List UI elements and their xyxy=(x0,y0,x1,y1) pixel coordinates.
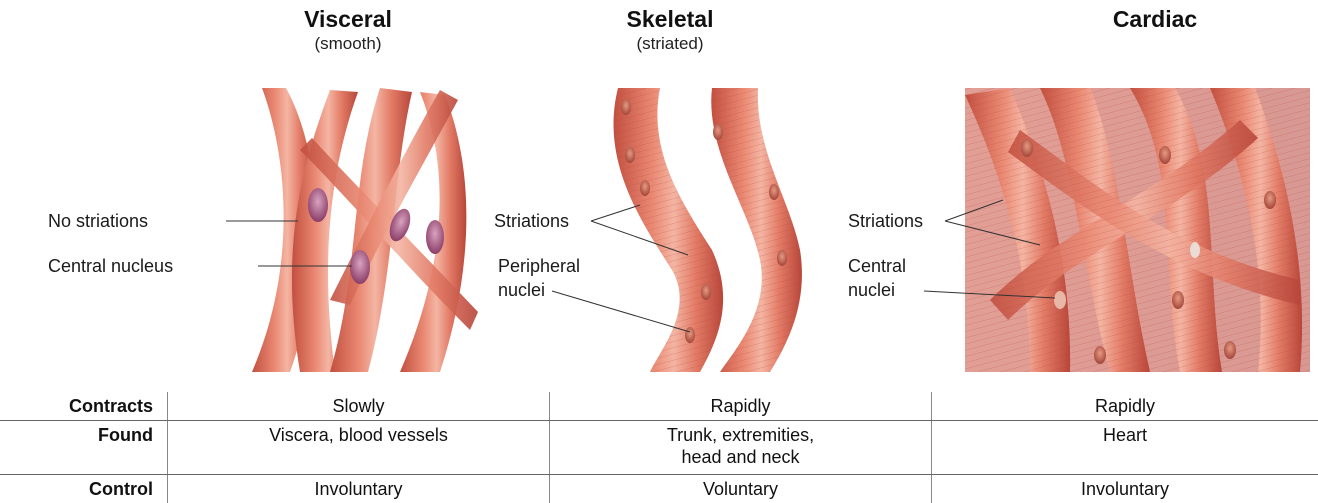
label-peripheral-line1: Peripheral xyxy=(498,256,580,276)
table-cell: Slowly xyxy=(168,392,550,421)
skeletal-fibers xyxy=(614,88,802,372)
cardiac-fibers xyxy=(965,88,1310,372)
muscle-illustration: No striations Central nucleus Striations… xyxy=(0,0,1318,380)
label-no-striations: No striations xyxy=(48,211,148,231)
table-cell: Heart xyxy=(932,421,1318,475)
nucleus xyxy=(1172,291,1184,309)
nucleus xyxy=(713,124,723,140)
table-cell: Trunk, extremities, head and neck xyxy=(550,421,932,475)
nucleus xyxy=(1190,242,1200,258)
nucleus xyxy=(777,250,787,266)
nucleus xyxy=(426,220,444,254)
nucleus xyxy=(1159,146,1171,164)
nucleus xyxy=(701,284,711,300)
label-peripheral-line2: nuclei xyxy=(498,280,545,300)
table-cell: Viscera, blood vessels xyxy=(168,421,550,475)
nucleus xyxy=(1054,291,1066,309)
leader-line xyxy=(552,291,690,332)
nucleus xyxy=(308,188,328,222)
nucleus xyxy=(621,99,631,115)
label-central-line1: Central xyxy=(848,256,906,276)
table-cell: Rapidly xyxy=(550,392,932,421)
nucleus xyxy=(769,184,779,200)
leader-line xyxy=(591,205,640,221)
skeletal-striations xyxy=(614,88,724,372)
table-row: Found Viscera, blood vessels Trunk, extr… xyxy=(0,421,1318,475)
cardiac-striations xyxy=(965,88,1310,372)
row-header: Contracts xyxy=(0,392,168,421)
nucleus xyxy=(685,327,695,343)
label-central-nucleus: Central nucleus xyxy=(48,256,173,276)
muscle-properties-table: Contracts Slowly Rapidly Rapidly Found V… xyxy=(0,392,1318,503)
nucleus xyxy=(350,250,370,284)
nucleus xyxy=(625,147,635,163)
table-cell-line: head and neck xyxy=(550,446,931,468)
nucleus xyxy=(1021,139,1033,157)
nucleus xyxy=(1224,341,1236,359)
nucleus xyxy=(1094,346,1106,364)
visceral-fibers xyxy=(252,88,478,372)
row-header: Found xyxy=(0,421,168,475)
skeletal-striations xyxy=(711,88,802,372)
nucleus xyxy=(640,180,650,196)
label-central-line2: nuclei xyxy=(848,280,895,300)
label-cardiac-striations: Striations xyxy=(848,211,923,231)
table-cell-line: Trunk, extremities, xyxy=(550,424,931,446)
label-skeletal-striations: Striations xyxy=(494,211,569,231)
table-row: Contracts Slowly Rapidly Rapidly xyxy=(0,392,1318,421)
table-cell: Rapidly xyxy=(932,392,1318,421)
nucleus xyxy=(1264,191,1276,209)
